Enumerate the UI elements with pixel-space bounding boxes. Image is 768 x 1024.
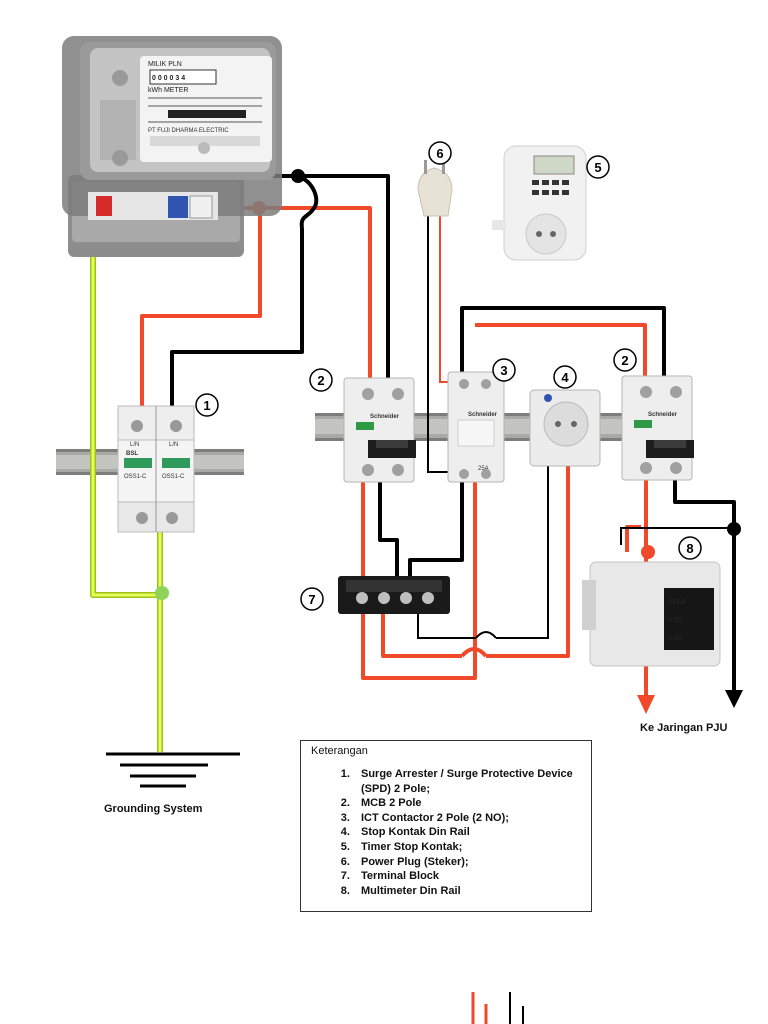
neutral-junction <box>291 169 305 183</box>
terminal-block <box>338 576 450 614</box>
legend-item: ICT Contactor 2 Pole (2 NO); <box>353 811 583 826</box>
callout-5: 5 <box>586 155 610 179</box>
din-rail-socket <box>529 389 601 467</box>
legend-title: Keterangan <box>311 745 368 757</box>
svg-text:2: 2 <box>317 373 324 388</box>
legend-item: Multimeter Din Rail <box>353 884 583 899</box>
svg-text:BSL: BSL <box>126 451 138 457</box>
neutral-junction <box>727 522 741 536</box>
svg-text:3: 3 <box>500 363 507 378</box>
svg-text:0 0 0 0 3 4: 0 0 0 0 3 4 <box>152 75 185 82</box>
ground-wire <box>90 252 169 752</box>
ground-symbol <box>106 752 240 788</box>
surge-protective-device: BSL OSS1-C OSS1-C L/N L/N <box>117 405 195 533</box>
legend-item: Timer Stop Kontak; <box>353 840 583 855</box>
callout-1: 1 <box>195 393 219 417</box>
svg-text:PT FUJI DHARMA ELECTRIC: PT FUJI DHARMA ELECTRIC <box>148 128 229 134</box>
svg-text:MILIK PLN: MILIK PLN <box>148 61 182 68</box>
svg-text:213.4: 213.4 <box>668 599 686 606</box>
svg-text:OSS1-C: OSS1-C <box>124 474 147 480</box>
callout-7: 7 <box>300 587 324 611</box>
svg-text:25A: 25A <box>478 466 489 472</box>
svg-text:Schneider: Schneider <box>370 414 400 420</box>
power-plug <box>417 160 453 217</box>
legend-item: Stop Kontak Din Rail <box>353 825 583 840</box>
grounding-label: Grounding System <box>104 803 203 815</box>
multimeter-din-rail: 213.4 0.35 0.03 <box>582 561 721 667</box>
kwh-meter: MILIK PLN kWh METER 0 0 0 0 3 4 PT FUJI … <box>62 36 282 257</box>
legend-item: Terminal Block <box>353 869 583 884</box>
svg-text:L/N: L/N <box>169 442 178 448</box>
svg-text:6: 6 <box>436 146 443 161</box>
svg-text:0.35: 0.35 <box>668 617 682 624</box>
bottom-wire-stubs <box>471 992 524 1024</box>
phase-arrow <box>637 695 655 714</box>
mcb-2-pole-right: Schneider <box>621 375 694 481</box>
legend-box: Keterangan Surge Arrester / Surge Protec… <box>300 740 592 912</box>
timer-socket <box>492 145 587 261</box>
phase-junction <box>641 545 655 559</box>
legend-list: Surge Arrester / Surge Protective Device… <box>309 767 583 898</box>
svg-text:1: 1 <box>203 398 210 413</box>
svg-text:Schneider: Schneider <box>648 412 678 418</box>
svg-text:5: 5 <box>594 160 601 175</box>
svg-text:L/N: L/N <box>130 442 139 448</box>
legend-item: Surge Arrester / Surge Protective Device… <box>353 767 583 796</box>
callout-6: 6 <box>428 141 452 165</box>
callout-2-left: 2 <box>309 368 333 392</box>
svg-text:0.03: 0.03 <box>668 635 682 642</box>
svg-text:2: 2 <box>621 353 628 368</box>
callout-3: 3 <box>492 358 516 382</box>
mcb-2-pole-left: Schneider <box>343 377 416 483</box>
svg-text:8: 8 <box>686 541 693 556</box>
legend-item: Power Plug (Steker); <box>353 855 583 870</box>
pju-label: Ke Jaringan PJU <box>640 722 727 734</box>
svg-text:4: 4 <box>561 370 569 385</box>
neutral-arrow <box>725 690 743 708</box>
callout-4: 4 <box>553 365 577 389</box>
neutral-wire-thin <box>417 195 734 639</box>
ict-contactor: Schneider 25A <box>447 371 505 483</box>
svg-text:7: 7 <box>308 592 315 607</box>
callout-8: 8 <box>678 536 702 560</box>
phase-wire-thin <box>439 195 460 383</box>
svg-text:kWh METER: kWh METER <box>148 87 188 94</box>
callout-2-right: 2 <box>613 348 637 372</box>
legend-item: MCB 2 Pole <box>353 796 583 811</box>
svg-text:OSS1-C: OSS1-C <box>162 474 185 480</box>
svg-text:Schneider: Schneider <box>468 412 498 418</box>
